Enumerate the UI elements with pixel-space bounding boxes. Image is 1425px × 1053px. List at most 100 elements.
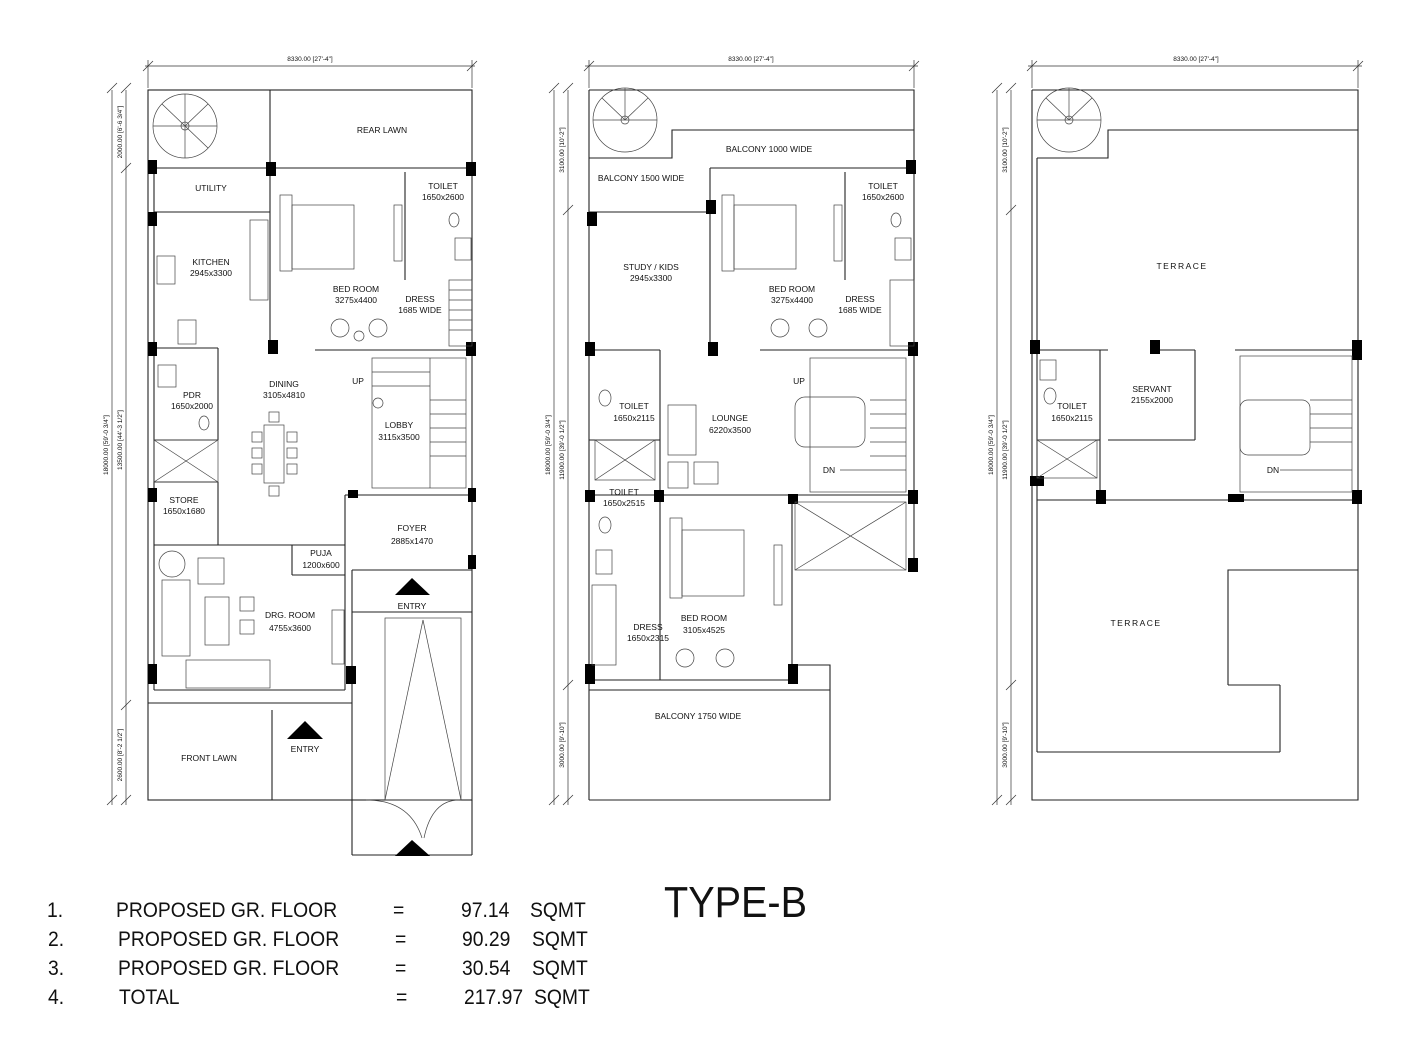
- area-row-equals: =: [395, 928, 407, 951]
- ground-outer-boundary: [147, 89, 473, 801]
- first-shaft: [594, 439, 907, 571]
- drg-room-label: DRG. ROOM: [265, 610, 315, 620]
- ground-toilet-size: 1650x2600: [422, 192, 464, 202]
- lounge-label: LOUNGE: [712, 413, 748, 423]
- ground-bedroom-chairs: [330, 318, 388, 342]
- first-middle-depth: 11900.00 [39'-0 1/2"]: [559, 420, 566, 480]
- ground-toilet-fixtures: [448, 212, 473, 347]
- ground-pdr-fixtures: [157, 364, 210, 431]
- terrace-width-label: 8330.00 [27'-4"]: [1173, 56, 1219, 63]
- front-lawn-label: FRONT LAWN: [181, 753, 237, 763]
- first-dn-label: DN: [823, 465, 835, 475]
- area-row-label: PROPOSED GR. FLOOR: [118, 957, 340, 980]
- dining-label: DINING: [269, 379, 299, 389]
- floor-plans-drawing: 8330.00 [27'-4"] 18000.00 [59'-0 3/4"] 1…: [103, 56, 1364, 856]
- first-width-dimension: 8330.00 [27'-4"]: [583, 56, 920, 88]
- terrace-spiral-stair: [1036, 87, 1102, 153]
- ground-bed: [279, 194, 403, 272]
- terrace-toilet-size: 1650x2115: [1051, 413, 1093, 423]
- kitchen-size: 2945x3300: [190, 268, 232, 278]
- terrace-walls: [1031, 89, 1359, 801]
- kitchen-label: KITCHEN: [192, 257, 229, 267]
- first-bed: [721, 194, 843, 338]
- area-row-label: TOTAL: [119, 986, 180, 1009]
- area-row-equals: =: [396, 986, 408, 1009]
- terrace-staircase: [1239, 355, 1353, 493]
- servant-label: SERVANT: [1132, 384, 1171, 394]
- terrace-bottom-depth: 3000.00 [9'-10"]: [1002, 722, 1009, 768]
- area-row-unit: SQMT: [532, 928, 588, 951]
- first-staircase: [794, 357, 907, 493]
- type-title: TYPE-B: [664, 878, 808, 927]
- ground-overall-depth: 18000.00 [59'-0 3/4"]: [103, 415, 110, 475]
- terrace-columns: [1030, 340, 1362, 504]
- store-label: STORE: [169, 495, 198, 505]
- main-entry-label: ENTRY: [291, 744, 320, 754]
- ground-dining-table: [251, 411, 298, 497]
- pdr-size: 1650x2000: [171, 401, 213, 411]
- area-row-number: 1.: [47, 899, 64, 922]
- ground-dress-label: DRESS: [405, 294, 435, 304]
- area-row-unit: SQMT: [534, 986, 590, 1009]
- first-toilet2-size: 1650x2115: [613, 413, 655, 423]
- terrace-bottom-label: TERRACE: [1110, 618, 1161, 628]
- terrace-width-dimension: 8330.00 [27'-4"]: [1026, 56, 1364, 88]
- first-bottom-depth: 3000.00 [9'-10"]: [559, 722, 566, 768]
- ground-toilet-label: TOILET: [428, 181, 458, 191]
- area-row-value: 90.29: [462, 928, 511, 951]
- first-toilet3-label: TOILET: [609, 487, 639, 497]
- first-bedroom2-label: BED ROOM: [681, 613, 727, 623]
- foyer-label: FOYER: [397, 523, 426, 533]
- ground-bedroom-label: BED ROOM: [333, 284, 379, 294]
- ground-shaft: [153, 439, 219, 483]
- ground-car-porch: [365, 617, 462, 839]
- dining-size: 3105x4810: [263, 390, 305, 400]
- terrace-overall-depth: 18000.00 [59'-0 3/4"]: [988, 415, 995, 475]
- first-toilet-size: 1650x2600: [862, 192, 904, 202]
- car-entry-label: ENTRY: [398, 601, 427, 611]
- first-toilet2-label: TOILET: [619, 401, 649, 411]
- first-dress-label: DRESS: [845, 294, 875, 304]
- terrace-top-depth: 3100.00 [10'-2"]: [1002, 127, 1009, 173]
- puja-label: PUJA: [310, 548, 332, 558]
- ground-dress-size: 1685 WIDE: [398, 305, 442, 315]
- first-toilet-fixtures: [595, 212, 915, 575]
- ground-columns: [148, 160, 476, 684]
- first-balcony-left-label: BALCONY 1500 WIDE: [598, 173, 685, 183]
- first-top-depth: 3100.00 [10'-2"]: [559, 127, 566, 173]
- first-overall-depth: 18000.00 [59'-0 3/4"]: [545, 415, 552, 475]
- ground-staircase: [371, 357, 467, 489]
- first-balcony-front-label: BALCONY 1750 WIDE: [655, 711, 742, 721]
- lobby-size: 3115x3500: [378, 432, 420, 442]
- ground-width-dimension: 8330.00 [27'-4"]: [142, 56, 478, 88]
- first-floor-plan: 8330.00 [27'-4"] 18000.00 [59'-0 3/4"] 1…: [545, 56, 920, 806]
- first-bedroom-label: BED ROOM: [769, 284, 815, 294]
- terrace-floor-plan: 8330.00 [27'-4"] 18000.00 [59'-0 3/4"] 1…: [988, 56, 1364, 806]
- area-row-number: 4.: [48, 986, 65, 1009]
- ground-bottom-depth: 2600.00 [8'-2 1/2"]: [117, 728, 124, 781]
- area-row-number: 3.: [48, 957, 65, 980]
- first-lounge-furniture: [667, 404, 719, 489]
- area-row-unit: SQMT: [530, 899, 586, 922]
- first-balcony-top-label: BALCONY 1000 WIDE: [726, 144, 813, 154]
- ground-sofa-set: [158, 550, 345, 689]
- terrace-toilet-fixtures: [1039, 359, 1057, 405]
- ground-side-dimensions: 18000.00 [59'-0 3/4"] 13500.00 [44'-3 1/…: [103, 82, 132, 806]
- area-row-equals: =: [393, 899, 405, 922]
- lobby-label: LOBBY: [385, 420, 414, 430]
- area-row-value: 97.14: [461, 899, 510, 922]
- first-width-label: 8330.00 [27'-4"]: [728, 56, 774, 63]
- ground-floor-plan: 8330.00 [27'-4"] 18000.00 [59'-0 3/4"] 1…: [103, 56, 478, 856]
- first-dress2-label: DRESS: [633, 622, 663, 632]
- pdr-label: PDR: [183, 390, 201, 400]
- ground-gate-entry-arrow: [395, 840, 430, 856]
- area-row-value: 30.54: [462, 957, 511, 980]
- first-up-label: UP: [793, 376, 805, 386]
- foyer-size: 2885x1470: [391, 536, 433, 546]
- terrace-top-label: TERRACE: [1156, 261, 1207, 271]
- drg-room-size: 4755x3600: [269, 623, 311, 633]
- area-row-label: PROPOSED GR. FLOOR: [116, 899, 338, 922]
- first-columns: [585, 160, 918, 684]
- ground-top-depth: 2000.00 [6'-6 3/4"]: [117, 105, 124, 158]
